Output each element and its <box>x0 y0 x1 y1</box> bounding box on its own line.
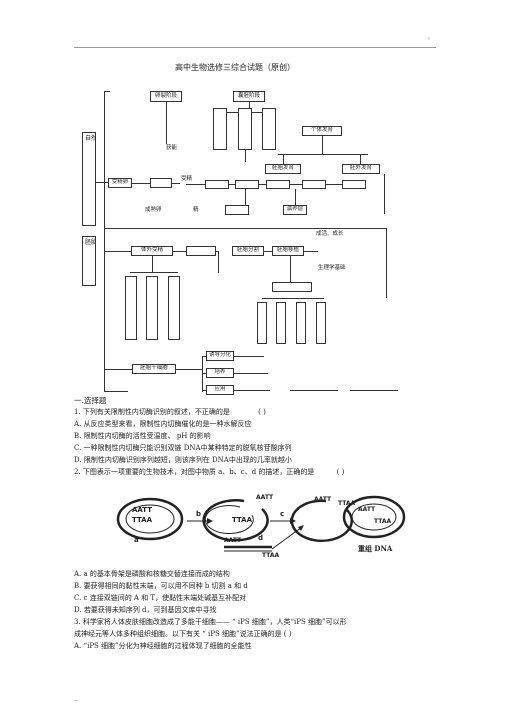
label-b: b <box>196 510 202 518</box>
label-d: d <box>258 534 264 542</box>
answer-blank-1[interactable]: ( ) <box>258 408 266 416</box>
q1-option-b: B. 限制性内切酶的活性受温度、 pH 的影响 <box>74 432 211 440</box>
side-title-engineering: 胚胎工程 <box>82 236 96 286</box>
open-seq-top: AATT <box>314 496 332 503</box>
question-2: 2. 下图表示一项重要的生物技术，对图中物质 a、b、c、d 的描述，正确的是 … <box>74 468 345 476</box>
cut-seq-top: AATT <box>256 494 274 501</box>
box-stem-cell: 胚胎干细胞 <box>132 364 176 374</box>
label-c: c <box>280 510 285 518</box>
q2-option-a: A. a 的基本骨架是磷酸和核糖交替连接而成的结构 <box>74 570 230 578</box>
box-zygote: 受精卵 <box>108 178 132 188</box>
label-recombinant: 重组 DNA <box>358 544 393 553</box>
box-apply: 应用 <box>206 385 234 395</box>
q3-option-a: A. “iPS 细胞”分化为神经细胞的过程体现了细胞的全能性 <box>74 642 252 650</box>
vitro-tall-3 <box>168 276 180 340</box>
page-footer-mark: -- <box>74 697 79 704</box>
recomb-seq-1: AATT <box>358 506 376 513</box>
stage-blastocyst: 囊胚阶段 <box>233 91 265 102</box>
page-title: 高中生物选修三综合试题（原创） <box>175 63 295 72</box>
question-3-line-2: 成神经元等人体多种组织细胞。以下有关 “ iPS 细胞”说法正确的是 ( ) <box>74 630 292 638</box>
box-embryo-split: 胚胎分割 <box>232 246 264 256</box>
box-culture: 培养 <box>206 368 234 378</box>
question-3-line-1: 3. 科学家将人体皮肤细胞改造成了多能干细胞—— “ iPS 细胞”，人类“iP… <box>74 618 347 626</box>
tree-box-4 <box>316 302 326 344</box>
tree-box-3 <box>296 302 306 344</box>
label-capacitation: 获能 <box>166 145 178 151</box>
chain-box-5 <box>302 180 326 189</box>
seq-a-bottom: TTAA <box>132 516 153 524</box>
tall-box-3 <box>262 108 276 150</box>
question-1: 1. 下列有关限制性内切酶识别的叙述，不正确的是 ( ) <box>74 408 266 416</box>
section-heading: 一.选择题 <box>74 396 107 405</box>
q1-option-c: C. 一种限制性内切酶只能识别双链 DNA中某种特定的脱氧核苷酸序列 <box>74 444 292 452</box>
box-embryo-dev: 胚胎发育 <box>265 164 301 174</box>
chain-box-8 <box>186 246 216 256</box>
chain-box-1 <box>150 178 172 188</box>
label-mature-egg: 成熟卵 <box>145 207 162 213</box>
label-physio: 生理学基础 <box>318 265 346 271</box>
cut-seq-bottom: TTAA <box>232 516 253 524</box>
d-seq-top: AATT <box>224 537 242 544</box>
vitro-tall-2 <box>146 276 158 340</box>
q2-option-c: C. c 连接双链间的 A 和 T，使黏性末端处碱基互补配对 <box>74 594 247 602</box>
tree-box-1 <box>257 302 267 344</box>
cut-plasmid <box>202 499 269 542</box>
stage-cleavage: 卵裂阶段 <box>150 91 182 102</box>
label-sperm-mark: 精 <box>193 207 199 213</box>
chain-box-4 <box>266 180 290 189</box>
seq-a-top: AATT <box>132 506 153 514</box>
box-induced: 诱导分化 <box>206 351 234 361</box>
answer-blank-2[interactable]: ( ) <box>336 468 345 476</box>
q2-option-b: B. 要获得相同的黏性末端，可以用不同种 b 切割 a 和 d <box>74 582 248 590</box>
box-outer-dev: 胚外发育 <box>342 164 380 174</box>
side-title-natural: 自然受精与胚胎发育 <box>82 132 96 226</box>
tree-box-2 <box>276 302 286 344</box>
recombinant-dna-figure: AATT TTAA a b AATT TTAA c AATT TTAA AATT… <box>112 487 412 567</box>
d-seq-bottom: TTAA <box>262 552 280 559</box>
tall-box-2 <box>238 108 252 150</box>
fetus-development: 个体发育 <box>302 126 342 136</box>
label-fertilize: 受精 <box>181 176 193 182</box>
open-plasmid <box>290 499 354 543</box>
q1-option-d: D. 限制性内切酶识别序列越短，则该序列在 DNA中出现的几率就越小 <box>74 456 292 464</box>
corner-mark: ' <box>428 37 430 45</box>
chain-box-6 <box>342 180 366 189</box>
recombinant-plasmid <box>342 495 406 539</box>
vitro-tall-1 <box>125 276 137 340</box>
chain-box-7 <box>225 205 249 215</box>
label-a: a <box>134 536 139 544</box>
header-rule <box>74 47 436 48</box>
box-mesoderm: 滋养层 <box>283 205 307 215</box>
tall-box-1 <box>213 108 227 150</box>
open-seq-bottom: TTAA <box>338 500 356 507</box>
q2-option-d: D. 若要获得未知序列 d，可到基因文库中寻找 <box>74 606 217 614</box>
label-keep-alive: 成活、成长 <box>316 231 344 237</box>
tree-top-box <box>272 282 312 292</box>
recomb-seq-2: TTAA <box>374 518 392 525</box>
chain-box-3 <box>235 180 259 189</box>
plasmid-a <box>116 497 184 541</box>
box-embryo-transfer: 胚胎移植 <box>272 246 304 256</box>
chain-box-2 <box>205 180 229 189</box>
q1-option-a: A. 从反应类型来看，限制性内切酶催化的是一种水解反应 <box>74 420 252 428</box>
box-in-vitro: 体外受精 <box>131 246 173 256</box>
